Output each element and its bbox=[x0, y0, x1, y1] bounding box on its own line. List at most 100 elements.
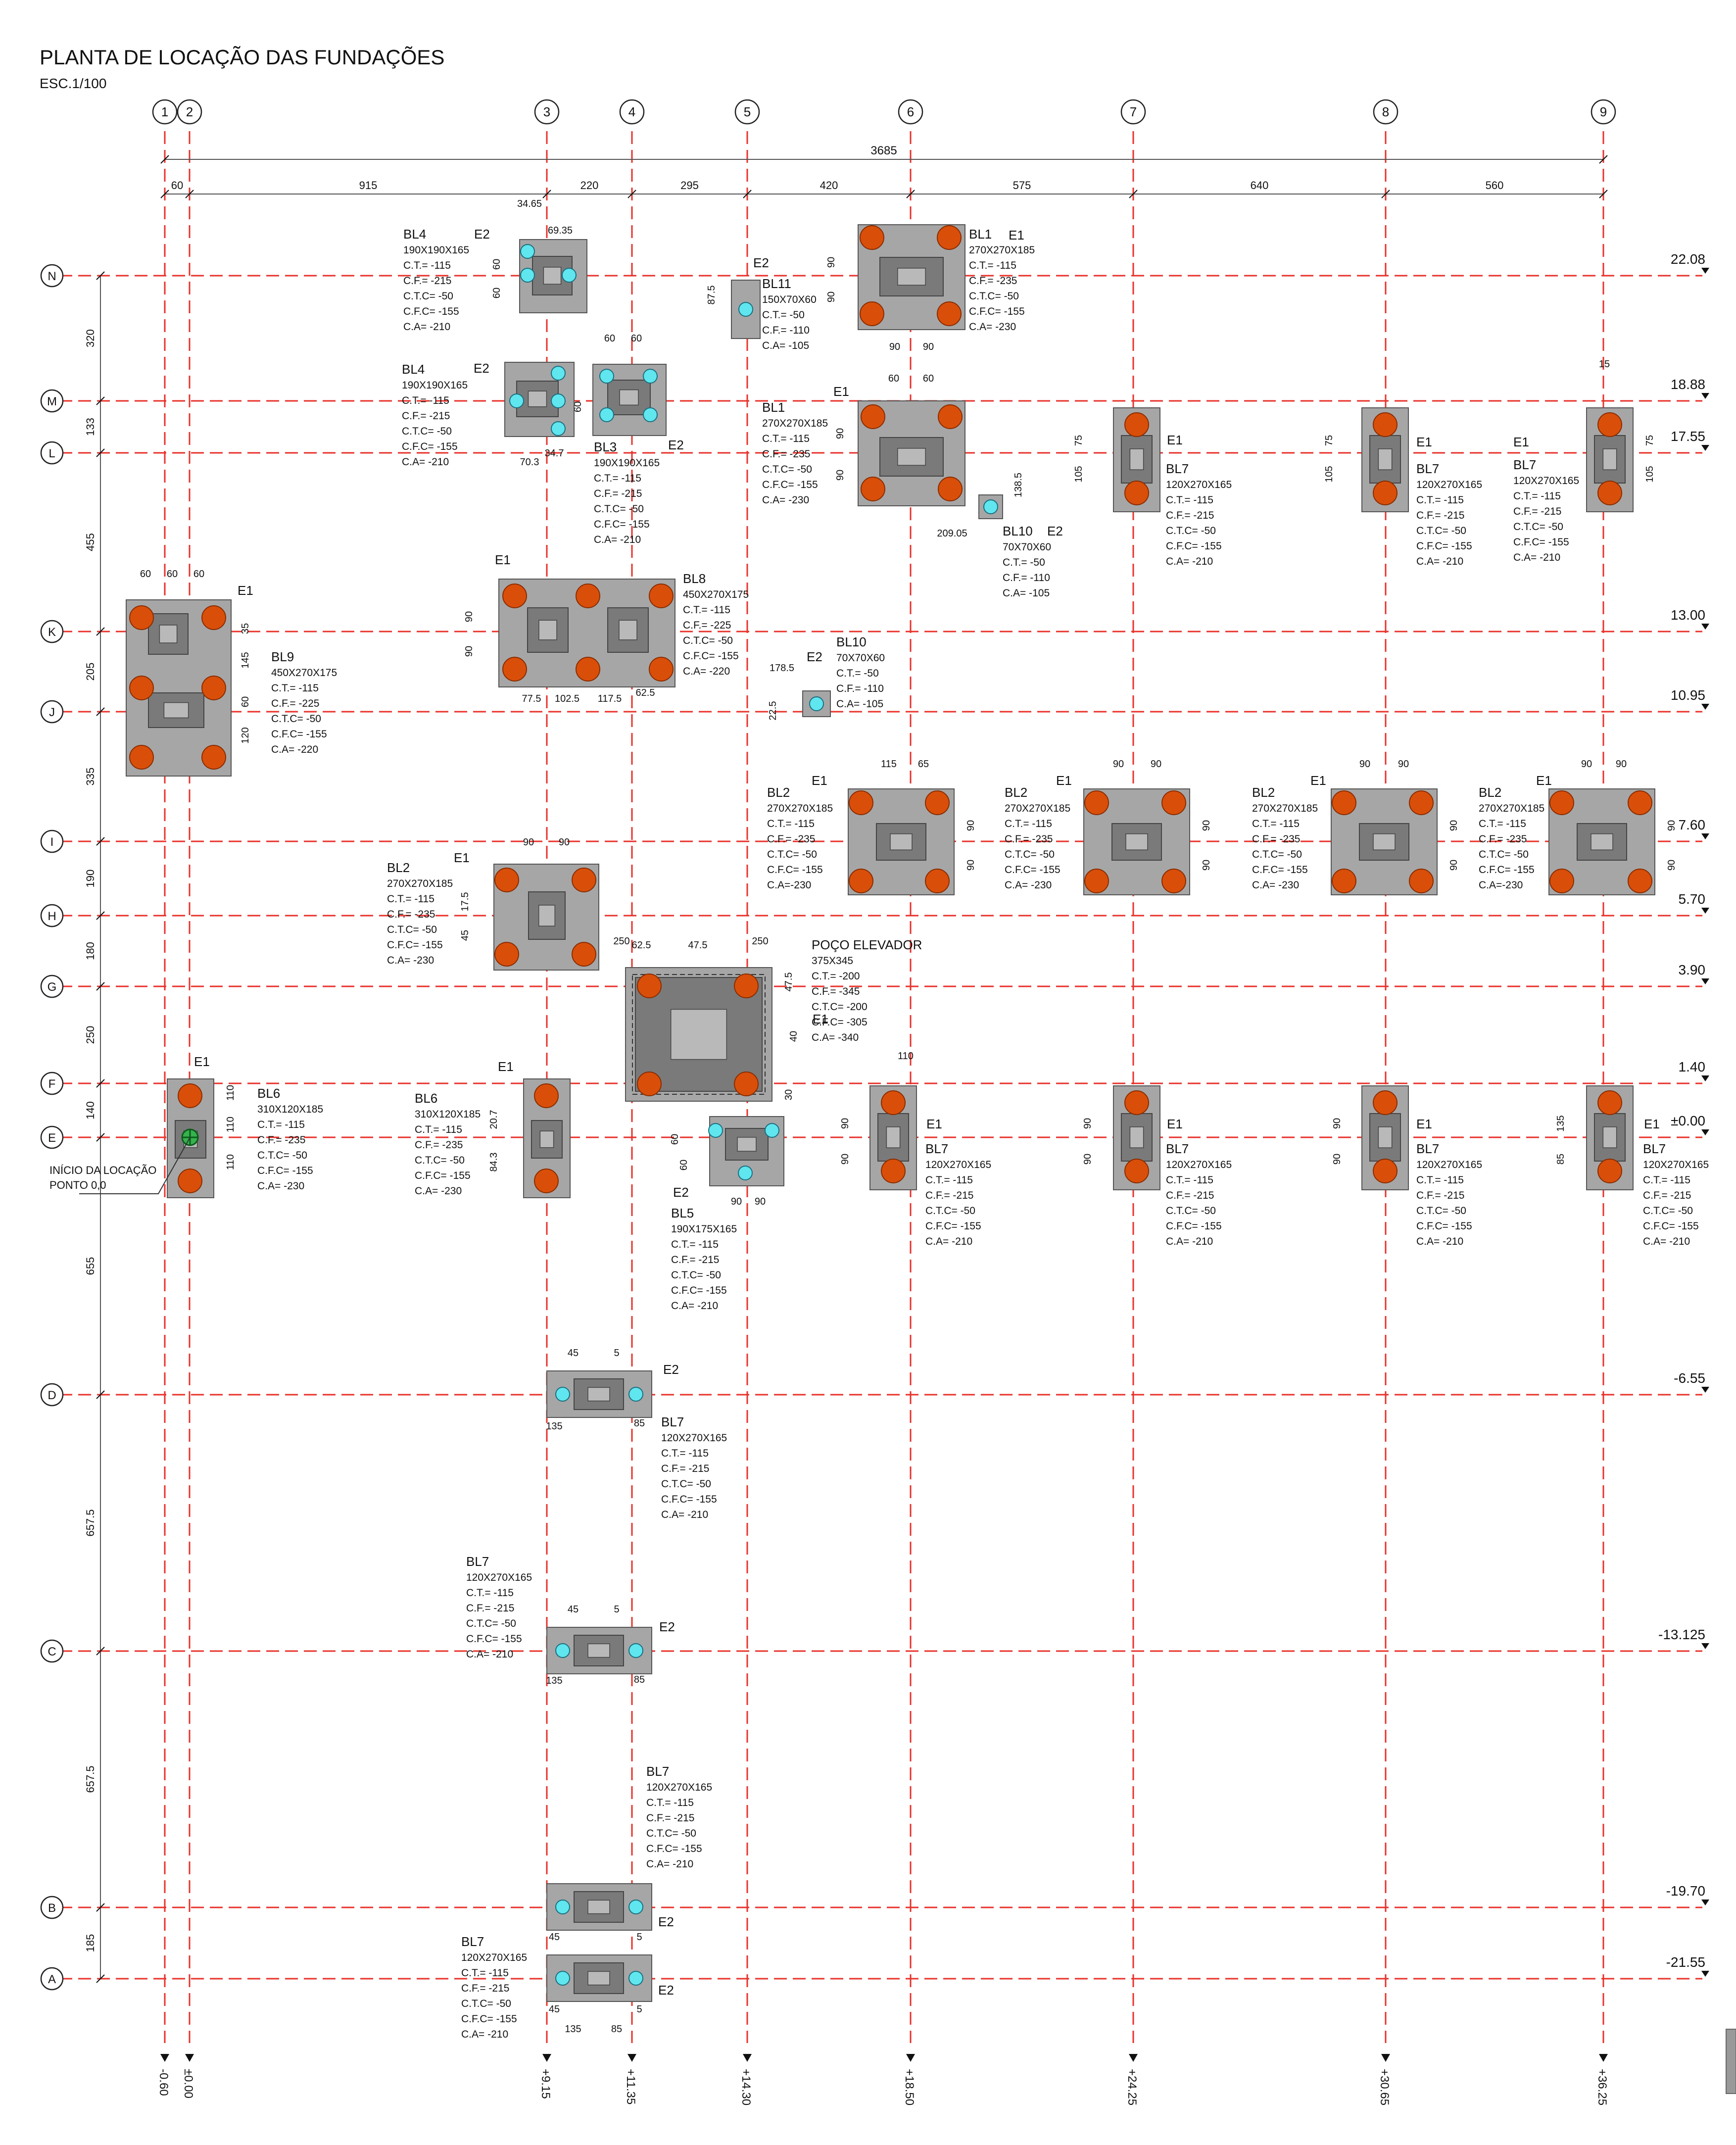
pile-type-tag: E1 bbox=[813, 1012, 828, 1026]
pile-e1-icon bbox=[178, 1169, 202, 1193]
block-spec-line: C.T.= -50 bbox=[836, 668, 879, 679]
block-spec-line: C.T.= -115 bbox=[461, 1967, 509, 1979]
row-bubble-J bbox=[40, 700, 64, 724]
row-label-M: M bbox=[47, 395, 57, 408]
pile-e2-icon bbox=[628, 1387, 643, 1402]
local-dimension-value: 90 bbox=[965, 820, 976, 831]
block-spec-line: C.F.= -235 bbox=[1252, 833, 1300, 845]
column-bubble-9 bbox=[1591, 99, 1616, 125]
block-spec-line: C.T.= -115 bbox=[415, 1124, 462, 1135]
local-dimension-value: 90 bbox=[1666, 860, 1677, 871]
column-bubble-4 bbox=[619, 99, 645, 125]
block-spec-line: C.A= -230 bbox=[762, 494, 809, 506]
pile-e1-icon bbox=[1373, 1159, 1398, 1183]
column-stub bbox=[886, 1126, 901, 1148]
block-spec-line: C.F.= -110 bbox=[762, 325, 810, 336]
block-name: BL7 bbox=[1416, 461, 1439, 476]
local-dimension-value: 90 bbox=[1332, 1154, 1343, 1165]
block-spec-line: 150X70X60 bbox=[762, 294, 817, 305]
row-elevation-marker-icon bbox=[1701, 1129, 1709, 1135]
column-stub bbox=[1378, 1126, 1393, 1148]
local-dimension-value: 120 bbox=[240, 727, 251, 743]
block-spec-line: C.F.= -225 bbox=[683, 620, 731, 631]
pile-e1-icon bbox=[1409, 790, 1434, 815]
block-spec-line: C.F.= -215 bbox=[1166, 1190, 1214, 1201]
block-spec-line: C.T.= -50 bbox=[1003, 557, 1045, 568]
block-spec-line: C.A= -210 bbox=[925, 1236, 972, 1247]
block-spec-line: C.T.C= -50 bbox=[461, 1998, 511, 2009]
local-dimension-value: 60 bbox=[923, 373, 934, 384]
local-dimension-value: 60 bbox=[573, 401, 583, 412]
column-elevation-marker-icon bbox=[542, 2054, 551, 2062]
block-spec-line: 120X270X165 bbox=[925, 1159, 991, 1170]
pile-e2-icon bbox=[643, 407, 658, 422]
foundation-block bbox=[493, 864, 599, 971]
pile-e1-icon bbox=[1597, 412, 1622, 437]
block-spec-line: C.T.C= -50 bbox=[1166, 1205, 1216, 1217]
local-dimension-value: 110 bbox=[898, 1051, 914, 1062]
foundation-block bbox=[523, 1078, 571, 1198]
block-name: BL4 bbox=[402, 362, 425, 377]
local-dimension-value: 45 bbox=[549, 2004, 560, 2015]
block-spec-line: C.F.= -215 bbox=[1416, 1190, 1464, 1201]
column-elevation-marker-icon bbox=[160, 2054, 169, 2062]
block-spec-line: C.F.C= -155 bbox=[1166, 1220, 1222, 1232]
block-name: BL7 bbox=[1643, 1141, 1666, 1156]
block-spec-line: C.T.= -115 bbox=[402, 395, 449, 406]
block-spec-line: 120X270X165 bbox=[1166, 1159, 1232, 1170]
column-stub bbox=[737, 1137, 757, 1152]
local-dimension-value: 87.5 bbox=[706, 286, 717, 305]
row-elevation-I: 7.60 bbox=[1679, 817, 1706, 832]
local-dimension-value: 209.05 bbox=[937, 528, 967, 539]
pile-e1-icon bbox=[925, 869, 950, 893]
pile-type-tag: E1 bbox=[238, 583, 253, 598]
local-dimension-value: 85 bbox=[634, 1418, 645, 1429]
block-name: BL7 bbox=[661, 1414, 684, 1429]
block-name: BL10 bbox=[1003, 524, 1033, 538]
local-dimension-value: 135 bbox=[565, 2024, 581, 2035]
block-spec-line: C.A= -210 bbox=[646, 1858, 693, 1870]
column-elevation-marker-icon bbox=[906, 2054, 915, 2062]
block-spec-line: C.F.= -215 bbox=[661, 1463, 709, 1474]
block-name: BL7 bbox=[1166, 1141, 1189, 1156]
local-dimension-value: 85 bbox=[1555, 1154, 1566, 1165]
block-name: BL11 bbox=[762, 276, 791, 291]
block-spec-line: C.T.C= -50 bbox=[969, 291, 1019, 302]
block-spec-line: C.F.C= -155 bbox=[461, 2013, 517, 2025]
origin-leader-line bbox=[79, 1137, 191, 1194]
block-spec-line: C.T.= -115 bbox=[466, 1587, 514, 1599]
column-stub bbox=[1129, 1126, 1144, 1148]
block-spec-line: 120X270X165 bbox=[466, 1572, 532, 1583]
local-dimension-value: 34.7 bbox=[545, 448, 564, 459]
block-spec-line: C.F.= -215 bbox=[1643, 1190, 1691, 1201]
block-spec-line: C.T.= -115 bbox=[1005, 818, 1052, 829]
column-label-4: 4 bbox=[628, 104, 635, 119]
column-label-1: 1 bbox=[161, 104, 168, 119]
origin-note-line-1: INÍCIO DA LOCAÇÃO bbox=[49, 1164, 156, 1176]
block-name: POÇO ELEVADOR bbox=[812, 937, 922, 952]
block-spec-line: 270X270X185 bbox=[762, 418, 828, 429]
block-spec-line: 120X270X165 bbox=[1166, 479, 1232, 490]
block-spec-line: C.F.= -235 bbox=[969, 275, 1017, 287]
column-bubble-1 bbox=[152, 99, 178, 125]
block-spec-line: C.A= -230 bbox=[1005, 879, 1052, 891]
row-spacing-value: 185 bbox=[84, 1934, 96, 1952]
block-spec-line: C.F.C= -155 bbox=[415, 1170, 471, 1181]
foundation-block bbox=[1548, 788, 1655, 895]
block-spec-line: C.T.= -115 bbox=[1643, 1174, 1690, 1186]
row-label-I: I bbox=[50, 835, 54, 849]
block-spec-line: C.F.= -215 bbox=[1166, 510, 1214, 521]
block-name: BL10 bbox=[836, 634, 867, 649]
block-spec-line: C.F.= -235 bbox=[387, 909, 435, 920]
local-dimension-value: 90 bbox=[464, 611, 475, 622]
block-spec-line: C.F.C= -155 bbox=[767, 864, 823, 876]
row-label-E: E bbox=[48, 1131, 56, 1145]
column-stub bbox=[670, 1009, 727, 1060]
pile-e1-icon bbox=[649, 584, 674, 608]
block-spec-line: 190X190X165 bbox=[594, 457, 660, 469]
block-spec-line: C.T.C= -50 bbox=[1416, 525, 1466, 536]
block-spec-line: C.A= -210 bbox=[466, 1649, 513, 1660]
row-elevation-marker-icon bbox=[1701, 393, 1709, 399]
local-dimension-value: 5 bbox=[636, 1932, 642, 1943]
column-spacing-value: 60 bbox=[171, 179, 183, 192]
